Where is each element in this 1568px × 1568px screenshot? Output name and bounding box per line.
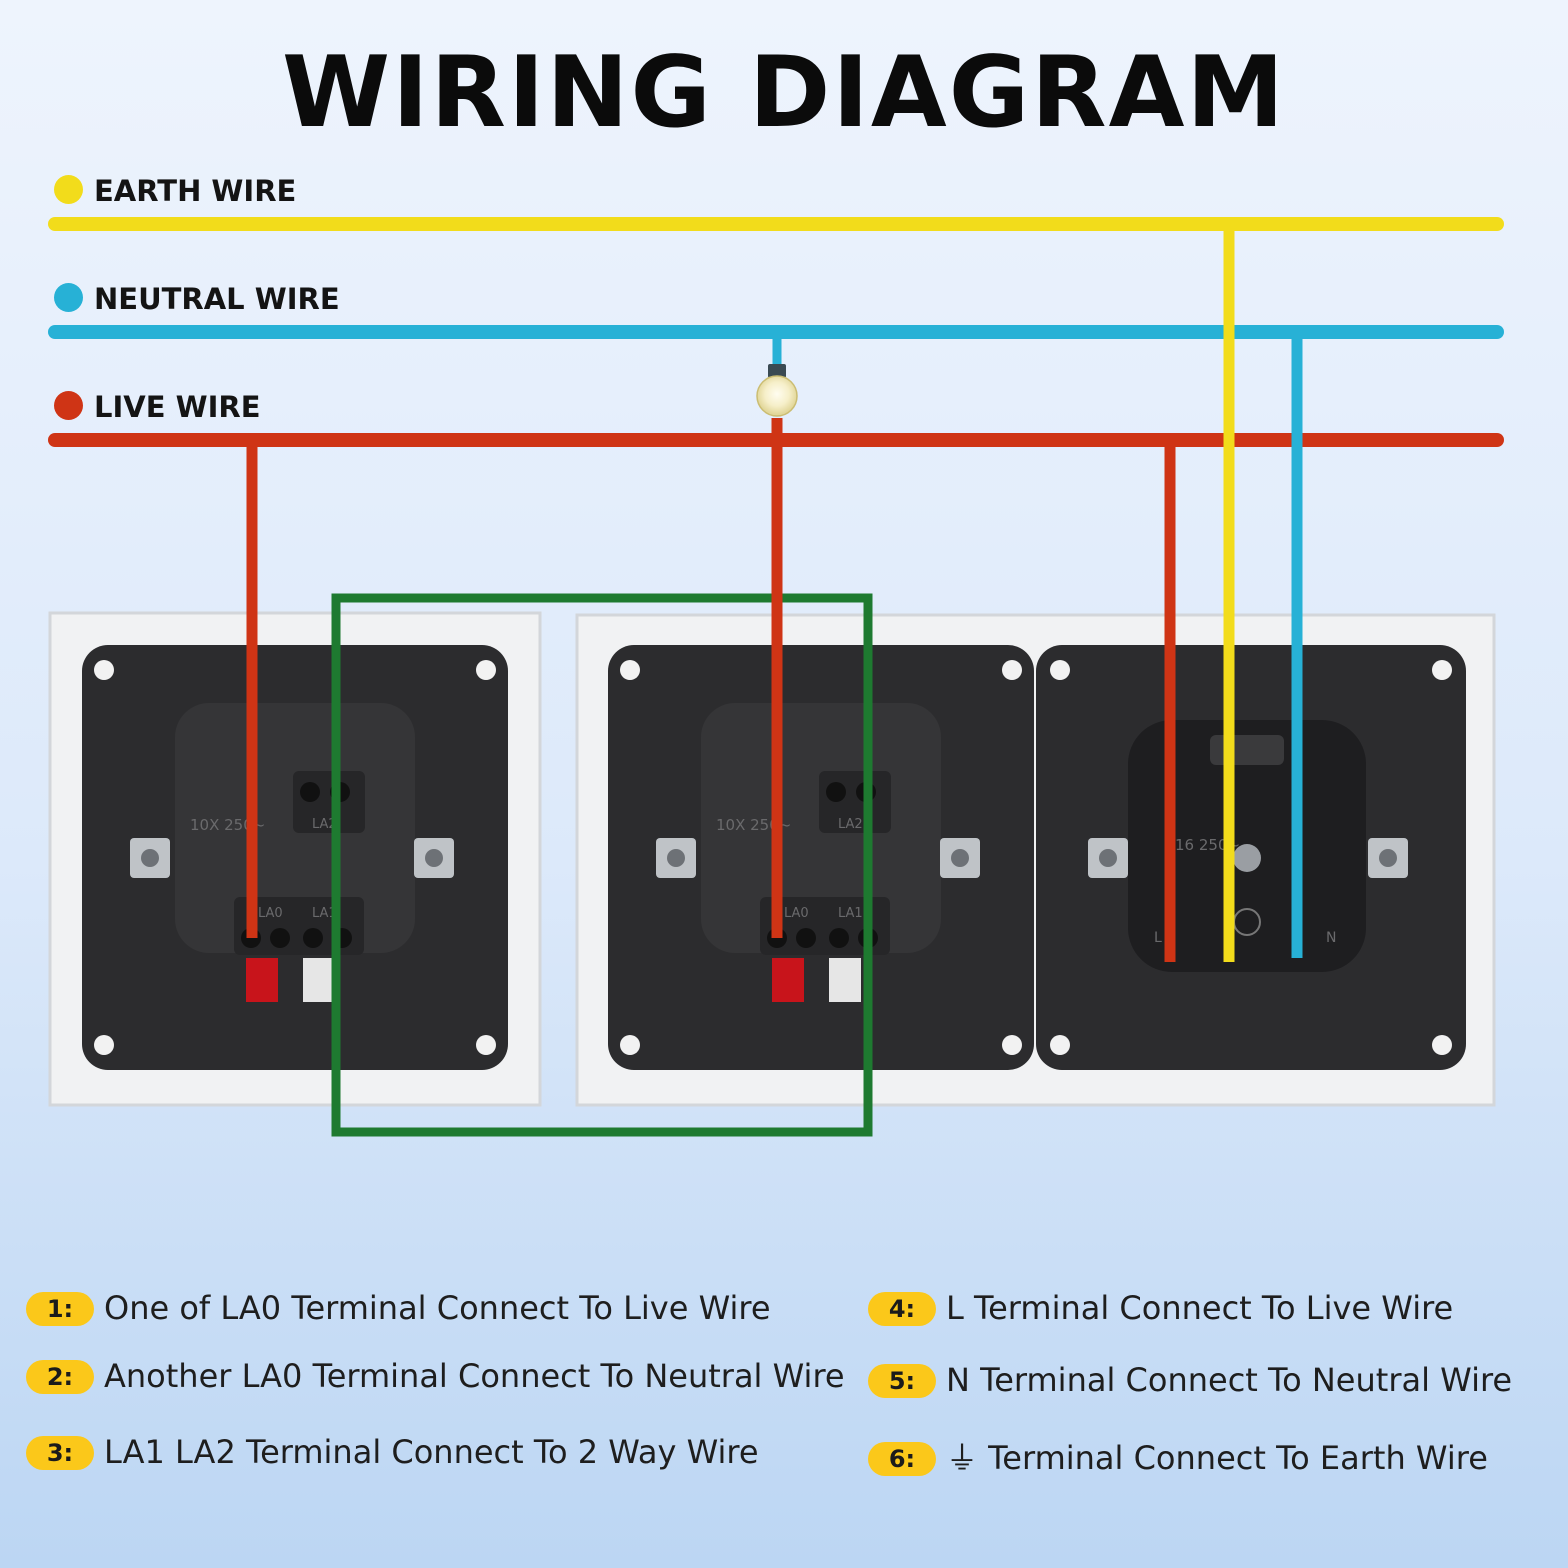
socket-n-label: N — [1326, 930, 1336, 946]
note-number-badge: 3: — [26, 1436, 94, 1470]
note-text: ⏚ Terminal Connect To Earth Wire — [946, 1439, 1488, 1477]
note-number-badge: 1: — [26, 1292, 94, 1326]
note-text: LA1 LA2 Terminal Connect To 2 Way Wire — [104, 1433, 759, 1471]
note-text: L Terminal Connect To Live Wire — [946, 1289, 1454, 1327]
switch-right-la1-label: LA1 — [838, 906, 863, 921]
note-number-badge: 2: — [26, 1360, 94, 1394]
legend-neutral-label: NEUTRAL WIRE — [94, 282, 340, 316]
earth-dot-icon — [54, 175, 83, 204]
switch-right-la2-label: LA2 — [838, 817, 863, 832]
switch-right-la0-label: LA0 — [784, 906, 809, 921]
neutral-dot-icon — [54, 283, 83, 312]
note-text: One of LA0 Terminal Connect To Live Wire — [104, 1289, 771, 1327]
page-title: WIRING DIAGRAM — [282, 36, 1286, 150]
switch-left-la1-label: LA1 — [312, 906, 337, 921]
socket-module: 16 250~ L N — [1036, 645, 1466, 1070]
note-text: N Terminal Connect To Neutral Wire — [946, 1361, 1513, 1399]
switch-left-la0-label: LA0 — [258, 906, 283, 921]
legend-live-label: LIVE WIRE — [94, 390, 261, 424]
live-dot-icon — [54, 391, 83, 420]
two-way-wire — [331, 593, 873, 1137]
socket-l-label: L — [1154, 930, 1162, 946]
switch-module-left: 10X 250~ LA2 LA0 LA1 — [48, 611, 542, 1107]
note-number-badge: 4: — [868, 1292, 936, 1326]
note-number-badge: 5: — [868, 1364, 936, 1398]
note-number-badge: 6: — [868, 1442, 936, 1476]
note-text: Another LA0 Terminal Connect To Neutral … — [104, 1357, 845, 1395]
light-bulb-icon — [756, 364, 798, 417]
switch-left-la2-label: LA2 — [312, 817, 337, 832]
switch-module-right: 10X 250~ LA2 LA0 LA1 — [608, 645, 1034, 1070]
legend-earth-label: EARTH WIRE — [94, 174, 297, 208]
